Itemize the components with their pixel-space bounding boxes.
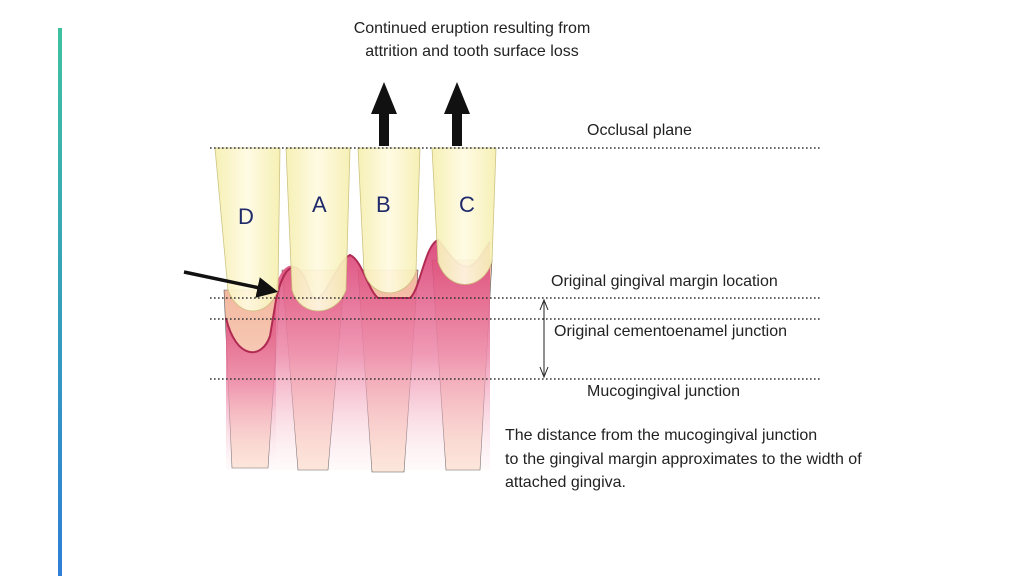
note-line-2: to the gingival margin approximates to t… [505, 450, 862, 468]
original-gingival-margin-label: Original gingival margin location [551, 273, 778, 290]
crown-a [285, 147, 351, 312]
eruption-arrow-b [371, 82, 397, 146]
top-caption-line-2: attrition and tooth surface loss [365, 43, 579, 60]
eruption-arrows [371, 82, 470, 146]
tooth-label-c: C [459, 192, 475, 217]
tooth-label-a: A [312, 192, 327, 217]
original-cej-label: Original cementoenamel junction [554, 323, 788, 340]
accent-bar [58, 28, 62, 576]
occlusal-plane-label: Occlusal plane [587, 122, 692, 139]
top-caption: Continued eruption resulting from attrit… [330, 17, 614, 63]
crown-b [357, 147, 421, 294]
attached-gingiva-indicator [539, 298, 549, 379]
crown-c [431, 147, 497, 285]
eruption-arrow-c [444, 82, 470, 146]
tooth-label-d: D [238, 204, 254, 229]
note-line-1: The distance from the mucogingival junct… [505, 427, 818, 444]
tooth-label-b: B [376, 192, 391, 217]
attached-gingiva-note: The distance from the mucogingival junct… [505, 424, 862, 495]
mucogingival-junction-label: Mucogingival junction [587, 383, 740, 400]
tooth-crowns [214, 147, 497, 312]
top-caption-line-1: Continued eruption resulting from [353, 20, 591, 37]
note-line-3: attached gingiva. [505, 474, 626, 491]
pointer-arrow [183, 270, 279, 298]
gingiva-left-region [226, 300, 276, 470]
